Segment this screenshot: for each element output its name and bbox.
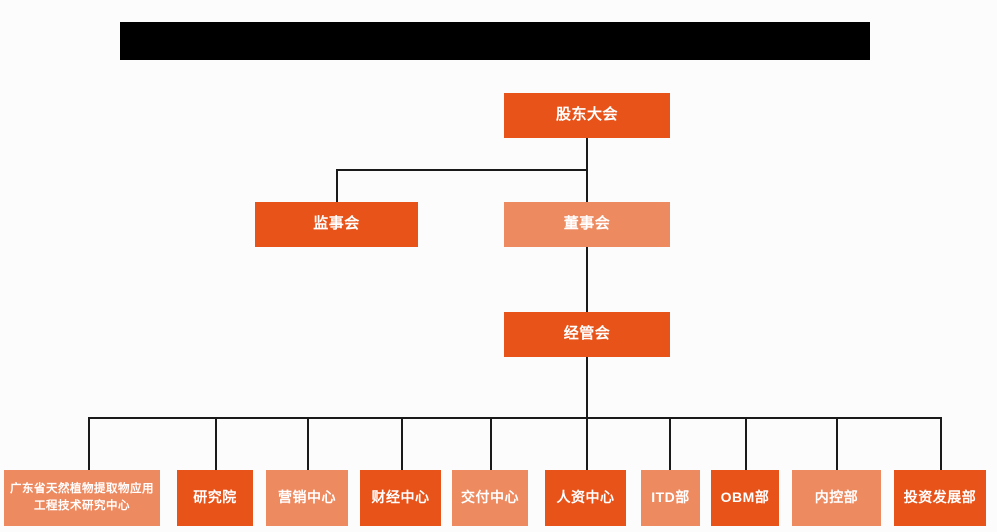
- connector-management-to-bus: [586, 357, 588, 418]
- connector-branch-to-supervisory: [336, 169, 588, 171]
- connector-drop-dept-7: [669, 417, 671, 470]
- node-board-of-directors[interactable]: 董事会: [504, 202, 670, 247]
- node-gd-plant-extract-center[interactable]: 广东省天然植物提取物应用工程技术研究中心: [4, 470, 160, 526]
- node-marketing-center[interactable]: 营销中心: [266, 470, 348, 526]
- redacted-title-bar: [120, 22, 870, 60]
- node-supervisory-board[interactable]: 监事会: [255, 202, 418, 247]
- connector-drop-dept-2: [215, 417, 217, 470]
- node-obm-department[interactable]: OBM部: [711, 470, 779, 526]
- connector-drop-dept-5: [490, 417, 492, 470]
- connector-board-to-management: [586, 246, 588, 312]
- node-shareholders-meeting[interactable]: 股东大会: [504, 93, 670, 138]
- node-research-institute[interactable]: 研究院: [177, 470, 253, 526]
- connector-drop-dept-3: [307, 417, 309, 470]
- node-management-committee[interactable]: 经管会: [504, 312, 670, 357]
- node-internal-control-department[interactable]: 内控部: [792, 470, 881, 526]
- connector-drop-dept-10: [940, 417, 942, 470]
- node-investment-development-department[interactable]: 投资发展部: [894, 470, 986, 526]
- node-hr-center[interactable]: 人资中心: [545, 470, 626, 526]
- node-itd-department[interactable]: ITD部: [641, 470, 700, 526]
- connector-drop-dept-8: [745, 417, 747, 470]
- connector-department-bus: [88, 417, 942, 419]
- connector-drop-dept-4: [401, 417, 403, 470]
- connector-drop-dept-9: [836, 417, 838, 470]
- node-finance-center[interactable]: 财经中心: [360, 470, 441, 526]
- connector-drop-dept-6: [586, 417, 588, 470]
- connector-drop-to-supervisory: [336, 169, 338, 202]
- connector-drop-dept-1: [88, 417, 90, 470]
- node-delivery-center[interactable]: 交付中心: [452, 470, 528, 526]
